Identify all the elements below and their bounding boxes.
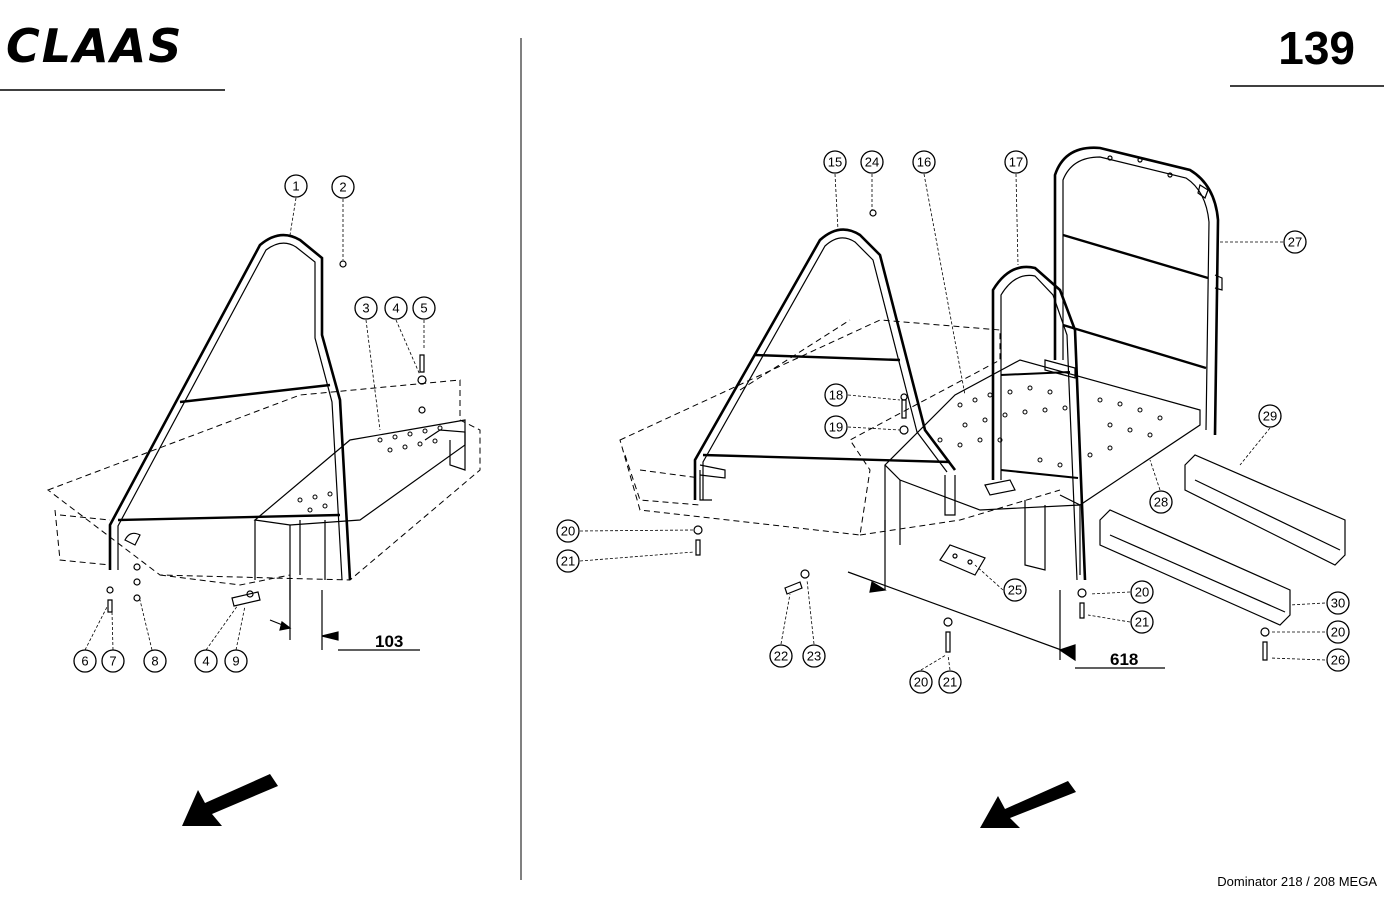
callout-circle: 20	[556, 519, 580, 543]
callout-circle: 15	[823, 150, 847, 174]
callout-circle: 9	[224, 649, 248, 673]
left-reference-number: 103	[375, 632, 403, 651]
svg-text:16: 16	[917, 155, 931, 170]
callout-circle: 30	[1326, 591, 1350, 615]
callout-circle: 28	[1149, 490, 1173, 514]
svg-text:29: 29	[1263, 409, 1277, 424]
callout-circle: 19	[824, 415, 848, 439]
svg-text:22: 22	[774, 649, 788, 664]
svg-text:15: 15	[828, 155, 842, 170]
page-number: 139	[1278, 22, 1355, 74]
svg-text:23: 23	[807, 649, 821, 664]
callout-circle: 3	[354, 296, 378, 320]
svg-text:9: 9	[232, 654, 239, 669]
svg-text:19: 19	[829, 420, 843, 435]
model-label: Dominator 218 / 208 MEGA	[1217, 874, 1377, 889]
callout-circle: 16	[912, 150, 936, 174]
callout-circle: 21	[556, 549, 580, 573]
svg-text:28: 28	[1154, 495, 1168, 510]
callout-circle: 27	[1283, 230, 1307, 254]
callout-circle: 7	[101, 649, 125, 673]
right-direction-arrow-icon	[980, 781, 1076, 828]
svg-text:27: 27	[1288, 235, 1302, 250]
svg-text:21: 21	[1135, 615, 1149, 630]
callout-circle: 20	[1130, 580, 1154, 604]
callout-circle: 4	[384, 296, 408, 320]
svg-text:20: 20	[914, 675, 928, 690]
callout-circle: 2	[331, 175, 355, 199]
svg-text:4: 4	[202, 654, 209, 669]
callout-circle: 25	[1003, 578, 1027, 602]
svg-text:21: 21	[561, 554, 575, 569]
svg-text:20: 20	[1135, 585, 1149, 600]
svg-text:20: 20	[1331, 625, 1345, 640]
svg-text:7: 7	[109, 654, 116, 669]
callout-circle: 26	[1326, 648, 1350, 672]
callout-circle: 29	[1258, 404, 1282, 428]
callout-circle: 1	[284, 174, 308, 198]
left-direction-arrow-icon	[182, 774, 278, 826]
svg-text:2: 2	[339, 180, 346, 195]
svg-text:3: 3	[362, 301, 369, 316]
svg-text:21: 21	[943, 675, 957, 690]
svg-text:6: 6	[81, 654, 88, 669]
svg-text:26: 26	[1331, 653, 1345, 668]
svg-text:20: 20	[561, 524, 575, 539]
right-assembly-drawing	[579, 146, 1346, 671]
callout-circle: 20	[1326, 620, 1350, 644]
callout-circle: 20	[909, 670, 933, 694]
svg-text:4: 4	[392, 301, 399, 316]
callout-circle: 22	[769, 644, 793, 668]
left-callouts: 1 2 3 4 5 6 7 8 4 9	[73, 174, 436, 673]
callout-circle: 23	[802, 644, 826, 668]
callout-circle: 24	[860, 150, 884, 174]
right-reference-number: 618	[1110, 650, 1138, 669]
svg-text:1: 1	[292, 179, 299, 194]
svg-text:30: 30	[1331, 596, 1345, 611]
callout-circle: 6	[73, 649, 97, 673]
callout-circle: 21	[1130, 610, 1154, 634]
svg-text:24: 24	[865, 155, 879, 170]
callout-circle: 21	[938, 670, 962, 694]
callout-circle: 18	[824, 383, 848, 407]
callout-circle: 5	[412, 296, 436, 320]
callout-circle: 17	[1004, 150, 1028, 174]
svg-text:18: 18	[829, 388, 843, 403]
svg-text:8: 8	[151, 654, 158, 669]
right-callouts: 15 24 16 17 27 18 19 29 28 20 21 25 20 2…	[556, 150, 1350, 694]
svg-text:25: 25	[1008, 583, 1022, 598]
svg-text:17: 17	[1009, 155, 1023, 170]
brand-logo: CLAAS	[6, 19, 183, 73]
callout-circle: 4	[194, 649, 218, 673]
callout-circle: 8	[143, 649, 167, 673]
svg-text:5: 5	[420, 301, 427, 316]
left-assembly-drawing	[46, 197, 481, 651]
